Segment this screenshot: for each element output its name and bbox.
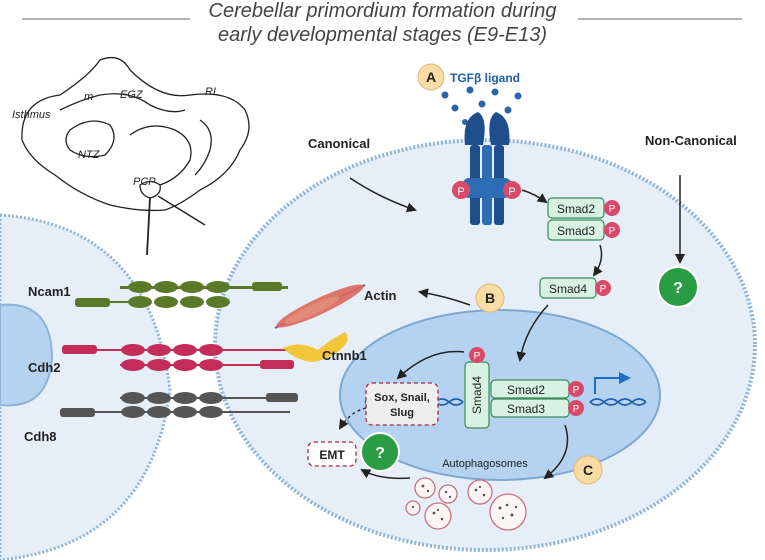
- smad4-phospho: [595, 280, 611, 296]
- smad4-phospho-label: P: [600, 284, 607, 295]
- smad-to-tf-arrow: [396, 350, 465, 380]
- smad3-phospho-label: P: [609, 226, 616, 237]
- step-c-label: C: [583, 462, 593, 478]
- ncam1-complex: [75, 281, 288, 308]
- nuc-smad4-label: Smad4: [470, 376, 484, 414]
- svg-text:P: P: [457, 186, 464, 198]
- step-c-badge: [573, 455, 603, 485]
- step-b-label: B: [485, 290, 495, 306]
- nuc-smad3-phospho-label: P: [573, 404, 580, 415]
- step-a-label: A: [426, 69, 436, 85]
- ligand-label: TGFβ ligand: [450, 71, 520, 85]
- non-canonical-unknown-label: ?: [673, 280, 683, 297]
- autophagosomes-label: Autophagosomes: [442, 458, 528, 470]
- nuc-smad3-label: Smad3: [507, 402, 545, 416]
- tf-label-line-2: Slug: [390, 407, 414, 419]
- nuc-smad2-phospho-label: P: [573, 385, 580, 396]
- non-canonical-unknown-badge: [657, 266, 699, 308]
- smad2-label: Smad2: [557, 202, 595, 216]
- cdh2-label: Cdh2: [28, 360, 61, 375]
- tf-to-emt-arrow: [338, 407, 367, 430]
- cdh8-label: Cdh8: [24, 429, 57, 444]
- cdh2-complex: [62, 344, 294, 371]
- nuc-smad4-phospho: [469, 347, 485, 363]
- sketch-label-pcp: PCP: [133, 176, 156, 188]
- emt-unknown-label: ?: [375, 445, 385, 462]
- smad3-phospho: [604, 222, 620, 238]
- sketch-pointer-line-2: [157, 195, 206, 226]
- smad2-phospho: [604, 200, 620, 216]
- canonical-arrow: [349, 177, 417, 213]
- step-a-badge: [417, 63, 445, 91]
- receptor-to-smad-arrow: [521, 189, 548, 204]
- cdh8-complex: [60, 392, 298, 418]
- to-autophagosomes-arrow: [543, 424, 569, 480]
- ctnnb1-label: Ctnnb1: [322, 348, 367, 363]
- nuc-smad2-phospho: [568, 381, 584, 397]
- transcription-arrow: [594, 372, 631, 394]
- smad4-label: Smad4: [549, 282, 587, 296]
- actin-label: Actin: [364, 288, 397, 303]
- ncam1-label: Ncam1: [28, 284, 71, 299]
- smad4-to-nucleus-arrow: [516, 304, 549, 362]
- title-line-1: Cerebellar primordium formation during: [208, 0, 557, 22]
- canonical-label: Canonical: [308, 136, 370, 151]
- sketch-pointer-line: [146, 196, 151, 256]
- smad3-to-smad4-arrow: [592, 244, 603, 277]
- left-cell: [0, 213, 172, 560]
- sketch-label-isthmus: Isthmus: [12, 109, 51, 121]
- emt-unknown-badge: [360, 432, 400, 472]
- actin-filament: [274, 284, 366, 329]
- tf-label-line-1: Sox, Snail,: [374, 392, 430, 404]
- tgfb-receptor: [463, 112, 511, 225]
- tf-box: [365, 382, 439, 426]
- to-actin-arrow: [418, 288, 471, 306]
- ctnnb1-shape: [283, 332, 348, 362]
- nuc-smad2-label: Smad2: [507, 383, 545, 397]
- cerebellar-sketch: [21, 56, 250, 212]
- nuc-smad4-phospho-label: P: [474, 351, 481, 362]
- autophagosome-cluster: [405, 477, 527, 531]
- svg-text:P: P: [508, 186, 515, 198]
- autophagosome-contents: [411, 484, 518, 521]
- smad3-label: Smad3: [557, 224, 595, 238]
- emt-label: EMT: [319, 448, 345, 462]
- ligand-dots: [441, 86, 522, 125]
- title-line-2: early developmental stages (E9-E13): [217, 24, 548, 46]
- step-b-badge: [475, 283, 505, 313]
- nuc-smad3-phospho: [568, 400, 584, 416]
- sketch-label-m: m: [84, 91, 93, 103]
- autophagosomes-to-emt-arrow: [360, 469, 411, 480]
- receptor-phospho-2: P: [503, 181, 521, 199]
- sketch-label-ntz: NTZ: [78, 149, 101, 161]
- receptor-phospho-1: P: [452, 181, 470, 199]
- emt-box: [307, 441, 357, 467]
- non-canonical-label: Non-Canonical: [645, 133, 737, 148]
- sketch-label-egz: EGZ: [120, 89, 144, 101]
- smad2-phospho-label: P: [609, 204, 616, 215]
- sketch-label-rl: RL: [205, 86, 219, 98]
